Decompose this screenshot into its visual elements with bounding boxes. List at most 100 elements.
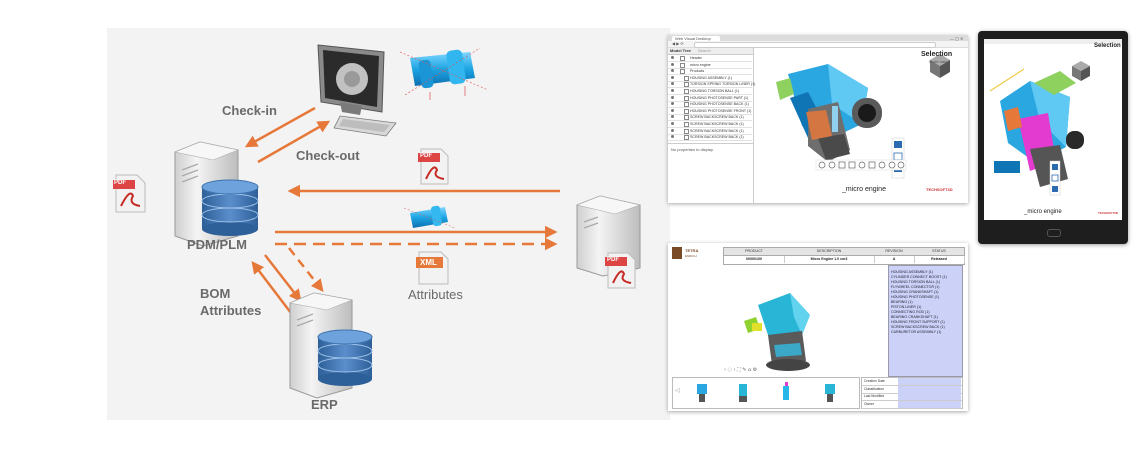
bom-list-item[interactable]: HOUSING TORSION BALL (1)	[891, 280, 941, 284]
model-tree-row[interactable]: TORSION SPRING TORSION LINER (1)	[668, 81, 755, 89]
plm-view-toolbar[interactable]: ‹ ◌ › ⛶ ✎ ⌂ ⚙	[724, 367, 758, 373]
visibility-eye-icon[interactable]	[671, 62, 674, 66]
visibility-eye-icon[interactable]	[671, 82, 674, 86]
bom-list-item[interactable]: CYLINDER CONNECT BOOST (1)	[891, 275, 947, 279]
expand-toggle-icon[interactable]	[684, 102, 689, 108]
thumbnail-1[interactable]	[697, 384, 707, 402]
visibility-eye-icon[interactable]	[671, 102, 674, 106]
visibility-eye-icon[interactable]	[671, 56, 674, 59]
expand-toggle-icon[interactable]	[684, 89, 689, 94]
model-tree-row-label: SCREW BACKSCREW BACK (1)	[690, 122, 744, 126]
visibility-eye-icon[interactable]	[671, 69, 674, 73]
visibility-eye-icon[interactable]	[671, 135, 674, 139]
selection-subtitle: Node name	[929, 59, 950, 64]
bom-list-item[interactable]: CARBURETOR ASSEMBLY (1)	[891, 330, 942, 334]
plm-info-field[interactable]	[898, 393, 961, 400]
model-tree-row[interactable]: HOUSING PHOTOSENSE FRONT (1)	[668, 108, 752, 115]
plm-brand-line2: ENRICH	[685, 254, 697, 258]
model-tree-row[interactable]: Header	[668, 55, 752, 62]
3d-view-desktop[interactable]	[754, 48, 968, 203]
tablet-selection-title: Selection	[1094, 43, 1121, 49]
model-tree-row-label: SCREW BACKSCREW BACK (1)	[690, 135, 744, 140]
bom-list-item[interactable]: SCREW BACKSCREW BACK (1)	[891, 325, 945, 329]
thumbnail-3[interactable]	[783, 382, 789, 400]
bom-list-item[interactable]: CONNECTING ROD (1)	[891, 310, 930, 314]
browser-tab[interactable]: Web Visual Desktop	[672, 36, 720, 41]
pdf-badge-right: PDF	[607, 257, 619, 263]
workstation-icon	[317, 44, 397, 137]
bom-list-item[interactable]: HOUSING FRONT SUPPORT (1)	[891, 320, 945, 324]
bom-list-item[interactable]: HOUSING CRANKSHAFT (1)	[891, 290, 939, 294]
model-tree-row[interactable]: HOUSING PHOTOSENSE BACK (1)	[668, 101, 752, 109]
model-tree-row[interactable]: Products	[668, 68, 752, 76]
model-tree-row[interactable]: SCREW BACKSCREW BACK (1)	[668, 114, 752, 122]
model-tree-row[interactable]: SCREW BACKSCREW BACK (1)	[668, 134, 752, 142]
visibility-eye-icon[interactable]	[671, 128, 674, 132]
thumbnail-2[interactable]	[739, 384, 747, 402]
nav-cube-icon[interactable]	[930, 54, 950, 78]
window-controls-icon[interactable]: — ▢ ✕	[950, 36, 964, 41]
bom-list-item[interactable]: HOUSING PHOTOSENSE (1)	[891, 295, 940, 299]
visibility-eye-icon[interactable]	[671, 89, 674, 92]
expand-toggle-icon[interactable]	[684, 115, 689, 121]
model-tree-row[interactable]: HOUSING TORSION BALL (1)	[668, 88, 752, 95]
expand-toggle-icon[interactable]	[684, 95, 689, 101]
plm-column-header[interactable]: STATUS	[914, 248, 965, 256]
expand-toggle-icon[interactable]	[684, 82, 689, 88]
tablet-home-button[interactable]	[1047, 229, 1061, 237]
pdf-badge-mid: PDF	[420, 153, 432, 159]
tablet-nav-cube-icon[interactable]	[1072, 61, 1090, 81]
xml-badge: XML	[420, 258, 437, 267]
tablet-side-toolbar[interactable]	[1049, 160, 1061, 196]
visibility-eye-icon[interactable]	[671, 75, 674, 79]
plm-info-field[interactable]	[898, 400, 961, 408]
plm-cell: Released	[914, 256, 965, 263]
plm-info-field[interactable]	[898, 378, 961, 385]
viewer-side-toolbar[interactable]	[891, 137, 905, 179]
model-tree-row[interactable]: micro engine	[668, 62, 752, 69]
plm-column-header[interactable]: PRODUCT	[724, 248, 785, 256]
bom-list-item[interactable]: PISTON LINER (1)	[891, 305, 922, 309]
tree-search-input[interactable]: Search	[698, 48, 711, 53]
nav-icons[interactable]: ◀ ▶ ⟳	[672, 41, 684, 46]
erp-label: ERP	[311, 397, 338, 412]
bom-list-item[interactable]: BEARING CRANKSHAFT (1)	[891, 315, 938, 319]
expand-toggle-icon[interactable]	[680, 69, 685, 75]
thumb-prev-icon[interactable]: ◁	[675, 388, 680, 394]
model-tree-header: Model Tree	[670, 48, 691, 53]
url-input[interactable]	[694, 42, 936, 48]
model-tree-row[interactable]: SCREW BACKSCREW BACK (1)	[668, 121, 752, 128]
expand-toggle-icon[interactable]	[684, 128, 689, 134]
expand-toggle-icon[interactable]	[684, 135, 689, 141]
expand-toggle-icon[interactable]	[684, 122, 689, 127]
visibility-eye-icon[interactable]	[671, 95, 674, 99]
bom-list-item[interactable]: BEARING (1)	[891, 300, 913, 304]
expand-toggle-icon[interactable]	[680, 56, 685, 61]
visibility-eye-icon[interactable]	[671, 115, 674, 119]
plm-3d-view[interactable]: ‹ ◌ › ⛶ ✎ ⌂ ⚙	[674, 267, 884, 375]
model-tree-row-label: Header	[690, 56, 702, 60]
plm-column-header[interactable]: REVISION	[874, 248, 915, 256]
attributes-to-erp-arrow	[288, 247, 324, 292]
bom-attributes-label: BOM Attributes	[200, 286, 262, 318]
plm-info-label: Classification	[864, 386, 884, 391]
model-tree-row[interactable]: SCREW BACKSCREW BACK (1)	[668, 128, 752, 135]
visibility-eye-icon[interactable]	[671, 122, 674, 125]
expand-toggle-icon[interactable]	[684, 108, 689, 114]
visibility-eye-icon[interactable]	[671, 108, 674, 112]
expand-toggle-icon[interactable]	[684, 75, 689, 81]
model-tree-row-label: micro engine	[690, 62, 711, 67]
model-tree-row[interactable]: HOUSING ASSEMBLY (1)	[668, 75, 752, 82]
pdm-database-icon	[201, 179, 259, 236]
thumbnail-4[interactable]	[825, 384, 835, 402]
plm-column-header[interactable]: DESCRIPTION	[784, 248, 875, 256]
bom-list-item[interactable]: HOUSING ASSEMBLY (1)	[891, 270, 934, 274]
3d-view-tablet[interactable]	[984, 49, 1122, 209]
bom-list-item[interactable]: FLYWHEEL CONNECTOR (1)	[891, 285, 940, 289]
plm-cell: Micro Engine 1.0 cm3	[784, 256, 875, 263]
model-tree-row[interactable]: HOUSING PHOTOSENSE PART (1)	[668, 95, 752, 102]
expand-toggle-icon[interactable]	[680, 62, 685, 68]
model-tree-row-label: HOUSING PHOTOSENSE FRONT (1)	[690, 108, 752, 113]
viewer-bottom-toolbar[interactable]	[815, 159, 907, 171]
plm-info-field[interactable]	[898, 385, 961, 393]
